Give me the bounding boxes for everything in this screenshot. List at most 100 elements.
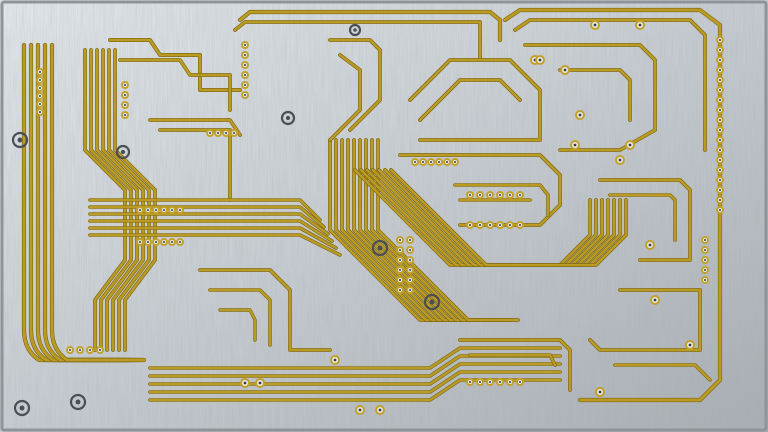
trace (50, 43, 146, 362)
drill-hole (98, 348, 102, 352)
copper-traces (21, 7, 723, 403)
drill-hole (578, 113, 582, 117)
drill-hole (718, 108, 722, 112)
mounting-hole (423, 293, 441, 311)
trace (608, 193, 677, 242)
drill-hole (208, 131, 212, 135)
trace (95, 48, 139, 352)
trace (148, 118, 242, 137)
drill-hole (138, 208, 142, 212)
drill-hole (498, 223, 502, 227)
drill-hole (232, 131, 236, 135)
trace (198, 268, 332, 352)
trace (88, 233, 342, 257)
drill-hole (123, 93, 127, 97)
drill-hole (216, 131, 220, 135)
drill-hole (243, 381, 247, 385)
drill-hole (563, 68, 567, 72)
trace (89, 48, 133, 352)
trace (458, 338, 572, 392)
drill-hole (78, 348, 82, 352)
drill-hole (478, 223, 482, 227)
drill-hole (488, 380, 492, 384)
drill-hole (178, 208, 182, 212)
trace (88, 226, 338, 250)
trace (88, 212, 330, 236)
drill-hole (718, 128, 722, 132)
drill-hole (518, 380, 522, 384)
drill-hole (398, 288, 402, 292)
drill-hole (243, 63, 247, 67)
drill-hole (718, 68, 722, 72)
drill-hole (146, 240, 150, 244)
mounting-hole-center (285, 115, 291, 121)
drill-hole (718, 178, 722, 182)
drill-hole (408, 268, 412, 272)
trace (148, 362, 562, 386)
drill-hole (243, 73, 247, 77)
drill-hole (498, 380, 502, 384)
mounting-hole (115, 144, 131, 160)
trace (88, 219, 334, 243)
mounting-hole (280, 110, 296, 126)
trace (558, 68, 632, 122)
drill-hole (138, 240, 142, 244)
drill-hole (333, 358, 337, 362)
drill-hole (703, 258, 707, 262)
trace (613, 363, 712, 382)
drill-hole (224, 131, 228, 135)
drill-hole (258, 381, 262, 385)
drill-hole (628, 143, 632, 147)
trace (453, 183, 550, 217)
drill-hole (413, 160, 417, 164)
drill-hole (718, 198, 722, 202)
drill-hole (718, 168, 722, 172)
drill-hole (508, 380, 512, 384)
drill-hole (38, 78, 42, 82)
drill-hole (478, 193, 482, 197)
drill-hole (38, 102, 42, 106)
mounting-hole-center (17, 137, 23, 143)
drill-hole (718, 188, 722, 192)
trace (598, 178, 692, 262)
mounting-hole-center (120, 149, 126, 155)
mounting-hole-center (19, 405, 25, 411)
drill-hole (146, 208, 150, 212)
drill-hole (243, 43, 247, 47)
drill-hole (718, 88, 722, 92)
trace (108, 38, 242, 92)
trace (83, 48, 127, 352)
mounting-hole (371, 239, 389, 257)
drill-hole (378, 408, 382, 412)
drill-hole (518, 193, 522, 197)
drill-hole (178, 240, 182, 244)
drill-hole (429, 160, 433, 164)
drill-hole (468, 380, 472, 384)
drill-hole (408, 238, 412, 242)
drill-hole (123, 103, 127, 107)
trace (158, 128, 232, 202)
solder-pads (36, 20, 724, 415)
trace (36, 43, 134, 362)
drill-hole (243, 83, 247, 87)
drill-hole (398, 248, 402, 252)
trace (218, 308, 257, 342)
trace (513, 18, 707, 152)
drill-hole (398, 268, 402, 272)
trace (588, 288, 702, 352)
trace (398, 153, 562, 227)
drill-hole (398, 238, 402, 242)
drill-hole (488, 223, 492, 227)
mounting-hole-center (429, 299, 435, 305)
drill-hole (718, 118, 722, 122)
drill-hole (38, 70, 42, 74)
trace (148, 346, 562, 370)
drill-hole (445, 160, 449, 164)
drill-hole (38, 110, 42, 114)
drill-hole (170, 208, 174, 212)
trace (29, 43, 128, 362)
trace (389, 168, 628, 267)
drill-hole (162, 240, 166, 244)
drill-hole (718, 138, 722, 142)
drill-hole (508, 223, 512, 227)
